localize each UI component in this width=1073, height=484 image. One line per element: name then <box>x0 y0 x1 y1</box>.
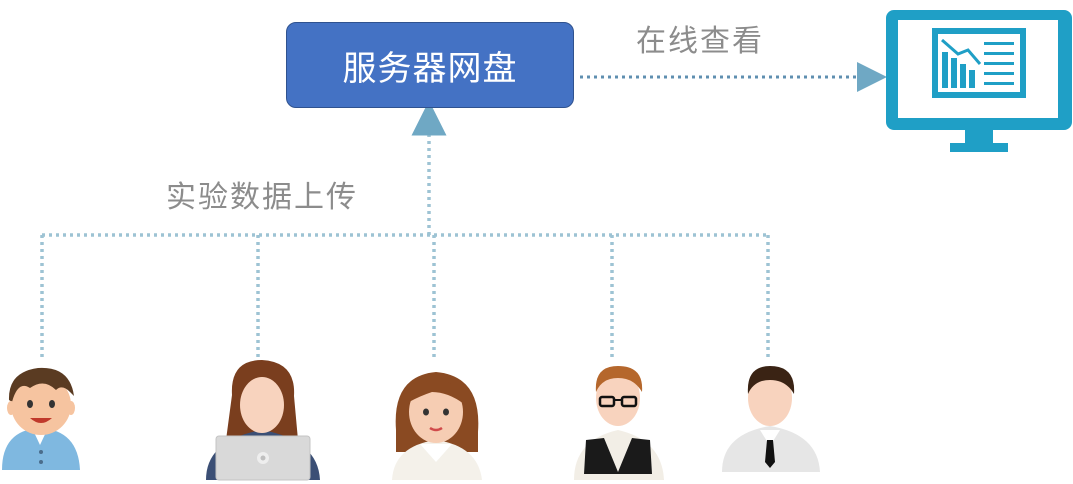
woman-laptop-avatar-icon <box>206 360 320 481</box>
woman-avatar-icon <box>392 372 482 480</box>
man-tie-avatar-icon <box>722 366 820 472</box>
data-upload-label: 实验数据上传 <box>166 180 358 215</box>
boy-avatar-icon <box>2 367 80 470</box>
server-disk-node: 服务器网盘 <box>286 22 574 108</box>
man-glasses-avatar-icon <box>574 366 664 480</box>
server-disk-label: 服务器网盘 <box>342 48 518 89</box>
online-view-label: 在线查看 <box>636 24 764 59</box>
monitor-chart-icon <box>886 10 1072 152</box>
connectors <box>40 233 770 360</box>
